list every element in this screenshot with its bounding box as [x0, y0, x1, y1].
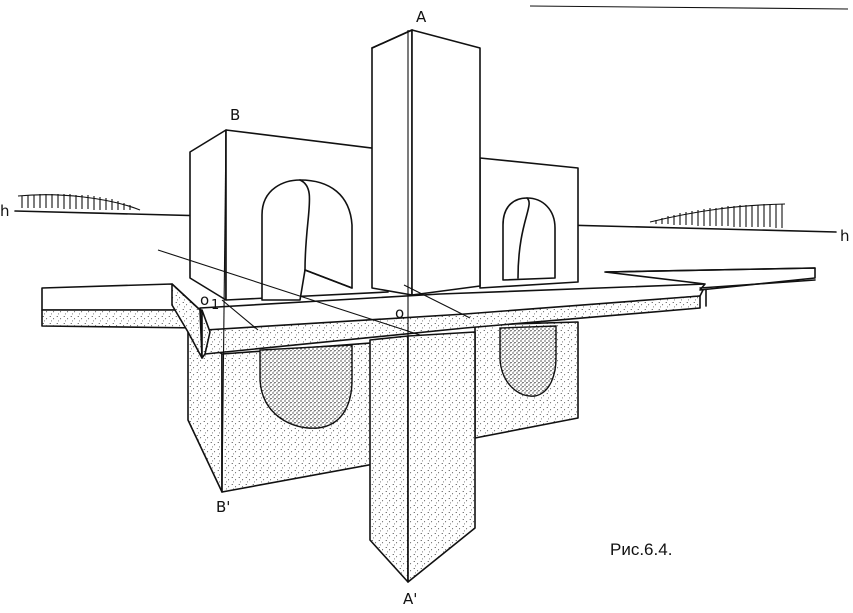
top-edge-line: [529, 5, 849, 10]
reflection-tower: [369, 331, 476, 583]
figure-caption: Рис.6.4.: [610, 540, 672, 559]
central-tower: [371, 29, 481, 296]
label-b: B: [230, 106, 240, 124]
left-bank: [41, 283, 203, 359]
label-o: o: [395, 304, 404, 322]
right-arch-building: [479, 157, 579, 289]
reflection-right-building: [474, 321, 579, 439]
construction-line-left: [157, 249, 421, 336]
right-bank: [604, 267, 816, 291]
reflection-left-building: [187, 331, 386, 493]
platform-slab: [199, 283, 707, 359]
vertical-b-b1: [221, 129, 227, 493]
label-o1-subscript: 1: [211, 298, 219, 313]
label-o1: o: [200, 291, 209, 309]
distant-hills-right: [649, 203, 786, 228]
label-a: A: [416, 8, 427, 26]
construction-line-o: [403, 284, 471, 319]
label-h-left: h: [0, 202, 10, 220]
construction-line-o1: [221, 299, 259, 331]
label-b-reflection: B': [216, 498, 230, 516]
label-a-reflection: A': [403, 590, 417, 608]
label-h-right: h: [840, 227, 850, 245]
left-arch-building: [189, 129, 389, 301]
distant-hills-left: [17, 194, 141, 211]
